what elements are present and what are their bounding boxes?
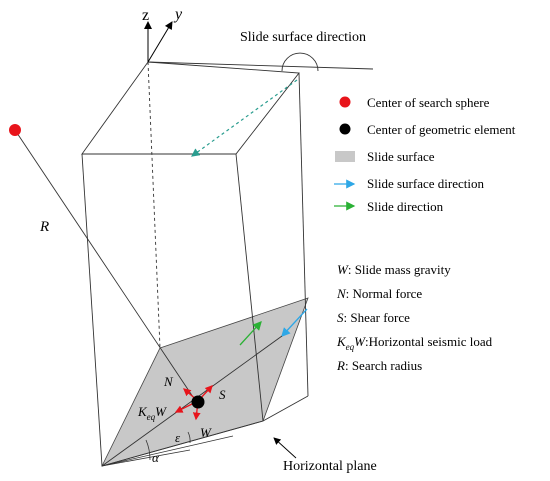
z-axis-label: z — [142, 7, 149, 24]
search-radius-line — [14, 129, 196, 401]
horizontal-reference-line — [101, 435, 234, 467]
legend-red-dot — [339, 96, 351, 108]
legend: Center of search sphere Center of geomet… — [334, 95, 516, 214]
alpha-label: α — [152, 450, 160, 465]
definition-4: R: Search radius — [336, 358, 422, 373]
definition-3: KeqW:Horizontal seismic load — [336, 334, 493, 352]
horizontal-plane-pointer — [273, 437, 297, 459]
legend-label-4: Slide direction — [367, 199, 444, 214]
legend-black-dot — [339, 123, 351, 135]
direction-angle-arc — [281, 52, 319, 72]
legend-label-2: Slide surface — [367, 149, 435, 164]
search-sphere-center — [9, 124, 21, 136]
legend-label-3: Slide surface direction — [367, 176, 484, 191]
symbol-definitions: W: Slide mass gravity N: Normal force S:… — [336, 262, 493, 373]
y-axis-label: y — [173, 6, 183, 23]
definition-0: W: Slide mass gravity — [337, 262, 451, 277]
radius-label: R — [39, 219, 49, 235]
gravity-label: W — [200, 425, 212, 440]
shear-force-label: S — [219, 387, 226, 402]
dashed-direction-guide — [191, 79, 298, 157]
legend-label-0: Center of search sphere — [367, 95, 490, 110]
epsilon-label: ε — [175, 430, 181, 445]
seismic-load-label: KeqW — [137, 404, 167, 422]
epsilon-arc — [187, 431, 191, 444]
definition-1: N: Normal force — [336, 286, 422, 301]
definition-2: S: Shear force — [337, 310, 410, 325]
slide-direction-arrow — [239, 321, 262, 346]
top-direction-label: Slide surface direction — [240, 30, 366, 45]
geometric-element-center — [191, 395, 205, 409]
prism-outline — [81, 61, 374, 467]
horizontal-plane-label: Horizontal plane — [283, 459, 377, 474]
epsilon-reference-line — [101, 449, 191, 467]
legend-label-1: Center of geometric element — [367, 122, 516, 137]
normal-force-label: N — [163, 374, 174, 389]
alpha-arc — [145, 439, 151, 461]
slide-surface-direction-arrow — [281, 308, 308, 337]
legend-gray-rect — [335, 151, 355, 162]
coordinate-axes: z y — [142, 6, 183, 63]
